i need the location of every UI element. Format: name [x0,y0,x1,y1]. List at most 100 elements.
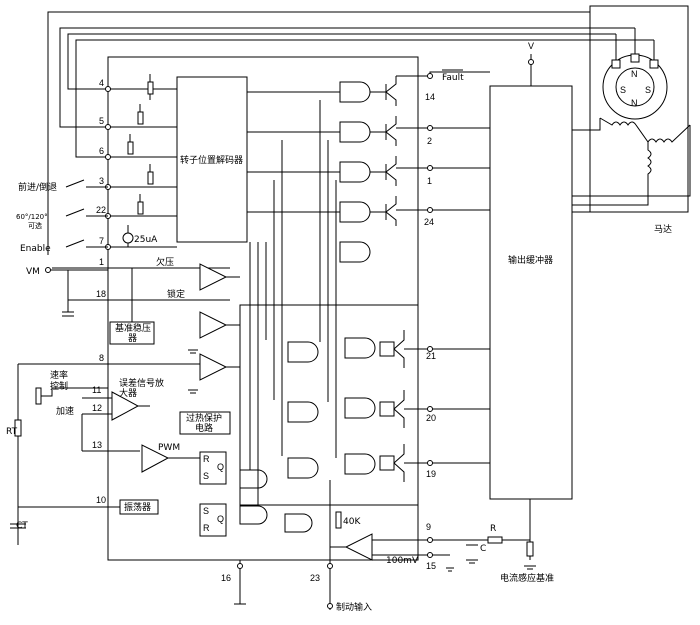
svg-text:11: 11 [92,385,101,395]
pin-23: 23 [310,480,333,610]
output-buffer-block [489,85,573,500]
svg-text:10: 10 [96,495,106,505]
svg-text:9: 9 [426,522,431,532]
pin-22: 22 [65,205,177,219]
rotor-decoder-block [176,76,248,243]
pwm-comparator [141,444,200,473]
svg-text:21: 21 [426,351,436,361]
svg-text:5: 5 [99,116,104,126]
undervolt-comparator [199,263,240,291]
overtemp-block [179,411,231,435]
svg-text:15: 15 [426,561,436,571]
svg-text:S: S [203,506,209,516]
rotor-pole-s-right: S [645,85,651,95]
svg-text:22: 22 [96,205,106,215]
overtemp-label: 过热保护 [186,412,222,424]
sense-r-label: R [490,524,496,534]
pin-20: 20 [404,406,490,423]
pin-3: 3 [65,176,177,190]
accel-label: 加速 [56,406,74,417]
svg-text:7: 7 [99,236,104,246]
pin-11: 11 [82,385,112,399]
lower-gates [239,337,376,533]
ct-label: CT [16,521,28,531]
speed-pot [35,387,42,405]
pin-24: 24 [396,207,490,227]
error-amp-label: 误差信号放 [119,377,164,389]
pin-18: 18 [62,270,230,317]
decoder-outputs [247,91,340,213]
dir-label: 前进/倒退 [18,181,57,193]
svg-text:S: S [203,471,209,481]
pin-5: 5 [99,116,177,130]
svg-text:6: 6 [99,146,104,156]
pin-1: 1 [396,165,490,186]
motor-label: 马达 [654,223,672,235]
pin-12: 12 [82,403,112,415]
pin-7: 7 [65,236,177,250]
reference-label: 基准稳压 [115,322,151,334]
ground-symbols [188,349,536,572]
output-buffer-label: 输出缓冲器 [508,254,553,266]
pin-21: 21 [404,346,490,361]
svg-text:13: 13 [92,440,102,450]
sr-latch-bottom: S R Q [199,503,227,537]
pin-16: 16 [221,560,246,605]
mv100-label: 100mV [386,556,419,566]
svg-text:12: 12 [92,403,102,413]
rt-resistor [14,419,22,437]
pin-6: 6 [99,146,177,160]
current-ref-label: 电流感应基准 [500,572,554,584]
pin-2: 2 [396,125,490,146]
speed-label-1: 速率 [50,369,68,381]
fault-label: Fault [442,73,464,83]
brake-input-label: 制动输入 [336,601,372,613]
enable-label: Enable [20,244,51,254]
svg-text:3: 3 [99,176,104,186]
vm-terminal [45,267,51,273]
res-40k [335,511,342,529]
lock-label: 锁定 [167,288,185,300]
pullup-resistors [127,74,154,215]
pwm-label: PWM [158,443,180,453]
rotor-decoder-label: 转子位置解码器 [180,154,243,166]
reference-label-2: 器 [128,333,137,344]
current-sense-amp [330,533,373,561]
oscillator-label: 振荡器 [124,501,151,513]
svg-text:8: 8 [99,353,104,363]
overtemp-label-2: 电路 [195,422,213,434]
error-amplifier [111,391,150,421]
motor-frame [589,5,689,213]
sel60-label-1: 60°/120° [16,213,48,221]
overtemp-comparator [199,353,240,381]
v-supply-label: V [528,41,534,51]
lower-logic-frame [239,304,419,506]
svg-text:20: 20 [426,413,436,423]
svg-text:1: 1 [427,176,432,186]
res-40k-label: 40K [343,517,361,527]
lower-drivers [379,330,405,482]
rotor-pole-s-left: S [620,85,626,95]
sense-c-label: C [480,544,486,554]
svg-text:23: 23 [310,573,320,583]
pin-14: 14 [396,71,490,102]
lock-comparator [199,311,240,339]
sel60-label-2: 可选 [28,221,42,230]
rotor-pole-n-bottom: N [631,98,638,108]
internal-bus [249,100,337,506]
pin-8: 8 [18,353,200,365]
upper-gates [339,81,371,263]
svg-text:Q: Q [217,514,224,524]
pin-15: 15 [372,552,450,571]
rt-label: RT [6,427,18,437]
upper-drivers [370,76,397,226]
svg-text:2: 2 [427,136,432,146]
pin-13: 13 [81,414,140,452]
sense-r [487,536,503,544]
pin-9: 9 [372,522,530,543]
svg-text:R: R [203,523,210,533]
undervolt-label: 欠压 [156,256,174,268]
svg-text:18: 18 [96,289,106,299]
rotor-pole-n-top: N [631,69,638,79]
